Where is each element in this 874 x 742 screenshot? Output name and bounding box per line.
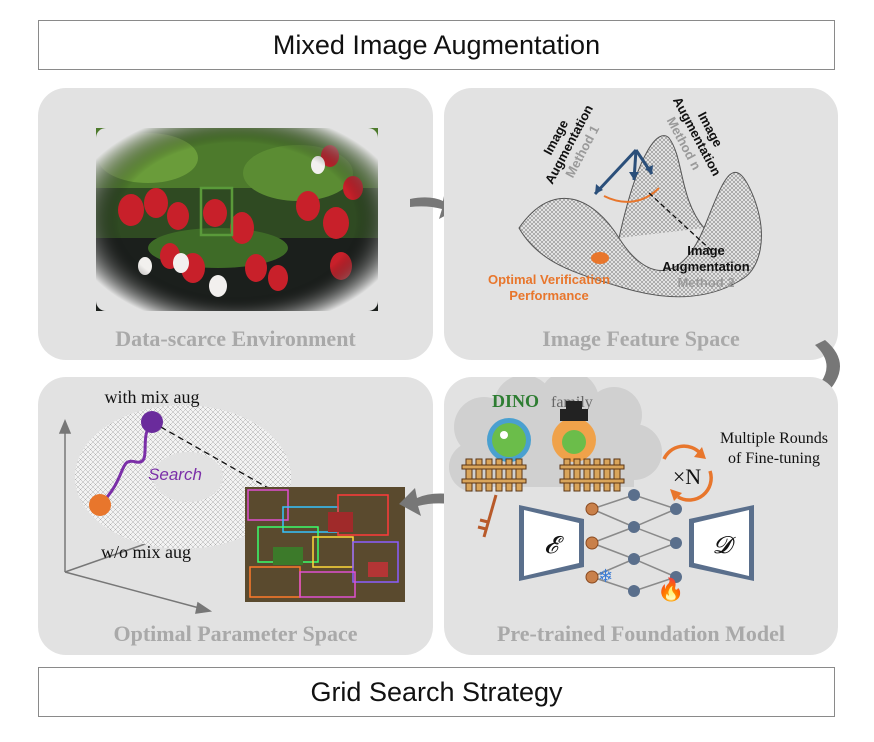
- panel-parameter-space: with mix aug w/o mix aug Search Optimal …: [38, 377, 433, 655]
- method2-line1: Image: [687, 243, 725, 258]
- optimal-point: [591, 252, 609, 264]
- caption-feature-space: Image Feature Space: [542, 326, 740, 351]
- fence-icon: [461, 458, 527, 492]
- method2-line3: Method 2: [677, 275, 734, 290]
- caption-foundation-model: Pre-trained Foundation Model: [496, 621, 786, 646]
- panel-foundation-model: DINO family: [444, 377, 838, 655]
- bottom-title: Grid Search Strategy: [38, 667, 835, 717]
- foundation-diagram: DINO family: [449, 377, 828, 602]
- times-n-label: ×N: [673, 464, 701, 489]
- panel-data-scarce: Data-scarce Environment: [38, 88, 433, 360]
- method2-line2: Augmentation: [662, 259, 749, 274]
- strawberry-photo: [96, 128, 378, 311]
- panel-feature-space: Image Augmentation Method 1 Image Augmen…: [444, 88, 838, 360]
- caption-parameter-space: Optimal Parameter Space: [113, 621, 358, 646]
- dino-v2-mascot-icon: [552, 401, 596, 462]
- optimal-line1: Optimal Verification: [488, 272, 610, 287]
- multiple-rounds-line1: Multiple Rounds: [720, 430, 828, 447]
- feature-surface: Image Augmentation Method 1 Image Augmen…: [488, 94, 762, 303]
- optimal-line2: Performance: [509, 288, 588, 303]
- augmented-image: [245, 487, 405, 602]
- top-title: Mixed Image Augmentation: [38, 20, 835, 70]
- caption-data-scarce: Data-scarce Environment: [115, 326, 356, 351]
- parameter-plot: with mix aug w/o mix aug Search: [58, 387, 405, 614]
- dino-label: DINO: [492, 391, 539, 411]
- snowflake-icon: ❄: [598, 566, 613, 586]
- fire-icon: 🔥: [657, 577, 684, 602]
- multiple-rounds-line2: of Fine-tuning: [728, 450, 820, 467]
- fence-icon: [559, 458, 625, 492]
- with-mix-point: [141, 411, 163, 433]
- arrow-left-icon: [399, 488, 450, 516]
- dino-mascot-icon: [487, 418, 531, 462]
- cycle-icon: [662, 444, 713, 502]
- with-mix-label: with mix aug: [105, 387, 200, 407]
- key-icon: [477, 494, 498, 538]
- without-mix-label: w/o mix aug: [101, 542, 191, 562]
- search-label: Search: [148, 465, 202, 484]
- without-mix-point: [89, 494, 111, 516]
